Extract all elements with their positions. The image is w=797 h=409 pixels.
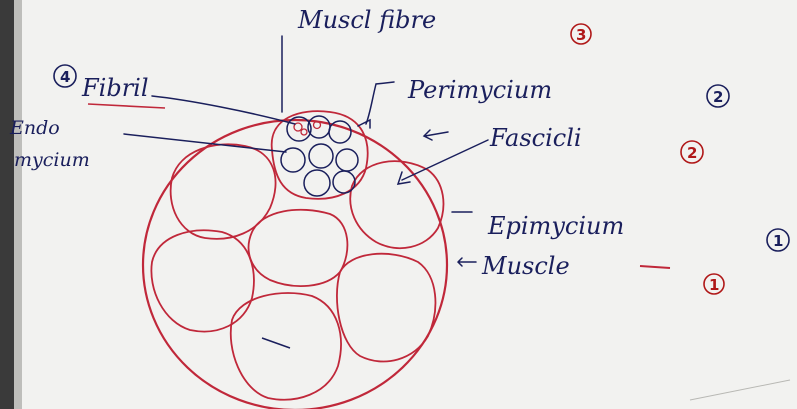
- muscle-fibre: [309, 144, 333, 168]
- muscle-fibre-number: 3: [576, 26, 586, 44]
- stray-mark: [262, 338, 290, 348]
- fascicle-right: [337, 254, 435, 362]
- page-edge: [0, 0, 14, 409]
- page-edge-shadow: [14, 0, 22, 409]
- muscle-number: 1: [709, 276, 719, 294]
- fibril-number: 4: [60, 68, 70, 86]
- fibril-label: Fibril: [81, 74, 149, 102]
- epimysium-outline: [143, 120, 447, 409]
- fibril-leader: [152, 96, 295, 124]
- perimysium-number: 2: [713, 88, 723, 106]
- perimysium-leader: [366, 82, 394, 124]
- fibril-underline: [88, 104, 165, 108]
- epimysium-label: Epimycium: [487, 212, 624, 240]
- muscle-label: Muscle: [481, 252, 570, 280]
- epimysium-number: 1: [773, 232, 783, 250]
- fasciculi-leader: [402, 140, 488, 180]
- endomysium-label-line1: Endo: [9, 117, 60, 139]
- stray-mark: [690, 380, 790, 400]
- fascicle-left: [151, 230, 253, 331]
- muscle-fibre: [304, 170, 330, 196]
- fasciculi-arrowhead: [398, 172, 410, 184]
- fasciculi-number: 2: [687, 144, 697, 162]
- endomysium-label-line2: mycium: [14, 149, 90, 171]
- muscle-strikethrough: [640, 266, 670, 268]
- fascicle-top-center: [272, 111, 368, 199]
- perimysium-label: Perimycium: [407, 76, 552, 104]
- fibril-mark: [301, 129, 307, 135]
- fascicle-center: [249, 210, 348, 286]
- muscle-fibre: [336, 149, 358, 171]
- muscle-fibre: [329, 121, 351, 143]
- muscle-leader: [458, 258, 476, 266]
- leader-lines: [124, 36, 488, 266]
- muscle-fibre-label: Muscl fibre: [297, 6, 436, 34]
- fibril-marks: [294, 122, 321, 136]
- fascicle-upper-left: [171, 144, 276, 239]
- muscle-fibre: [333, 171, 355, 193]
- fasciculi-label: Fascicli: [489, 124, 582, 152]
